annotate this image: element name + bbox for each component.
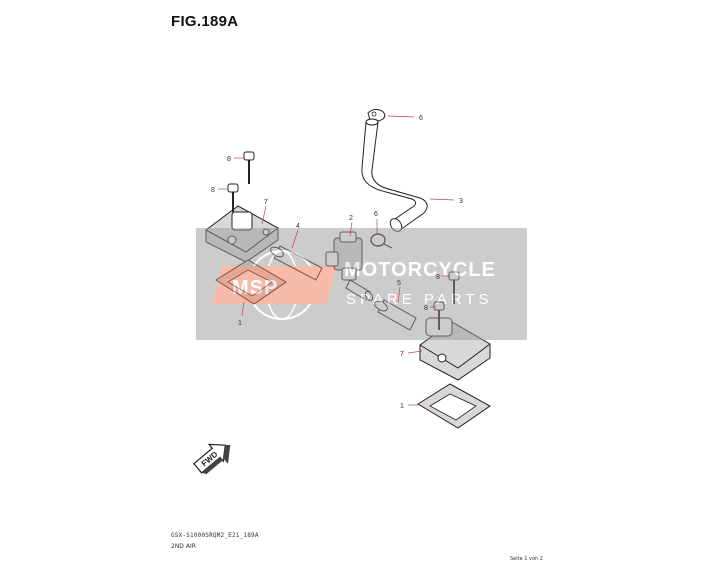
callout-label: 8 (436, 274, 440, 281)
callout-8b: 8 (211, 187, 228, 194)
callout-label: 6 (374, 211, 378, 218)
callout-7a: 7 (261, 199, 268, 225)
callout-2: 2 (349, 215, 353, 237)
figure-title: FIG.189A (171, 13, 239, 30)
watermark-line2: SPARE PARTS (346, 291, 493, 308)
watermark-line1: MOTORCYCLE (344, 259, 496, 281)
callout-label: 7 (400, 351, 404, 358)
diagram-code: GSX-S1000SRQM2_E21_189A (171, 532, 259, 539)
callout-7b: 7 (400, 350, 423, 358)
callout-label: 4 (296, 223, 300, 230)
bolt-upper-b[interactable] (227, 183, 239, 212)
watermark-logo: MSP (232, 277, 278, 299)
bolt-upper-a[interactable] (243, 151, 255, 184)
callout-label: 3 (459, 198, 463, 205)
callout-6a: 6 (387, 115, 423, 122)
callout-label: 7 (264, 199, 268, 206)
callout-label: 6 (419, 115, 423, 122)
callout-label: 1 (400, 403, 404, 410)
callout-8d: 8 (424, 305, 436, 312)
callout-label: 8 (424, 305, 428, 312)
page-indicator: Seite 1 von 2 (510, 556, 543, 562)
reed-plate-right[interactable] (417, 383, 491, 429)
section-name: 2ND AIR (171, 543, 196, 550)
callout-label: 8 (227, 156, 231, 163)
hose[interactable] (361, 118, 428, 234)
watermark: MSP MOTORCYCLE SPARE PARTS (196, 228, 527, 340)
callout-label: 8 (211, 187, 215, 194)
callout-label: 1 (238, 320, 242, 327)
callout-1b: 1 (400, 403, 420, 410)
callout-label: 2 (349, 215, 353, 222)
callout-1a: 1 (238, 301, 245, 327)
callout-label: 5 (397, 280, 401, 287)
callout-8a: 8 (227, 156, 244, 163)
callout-4: 4 (291, 223, 300, 249)
fwd-arrow: FWD (193, 443, 231, 475)
callout-3: 3 (429, 198, 463, 205)
callout-5: 5 (397, 280, 401, 303)
callout-8c: 8 (436, 274, 450, 281)
callout-6b: 6 (374, 211, 378, 234)
